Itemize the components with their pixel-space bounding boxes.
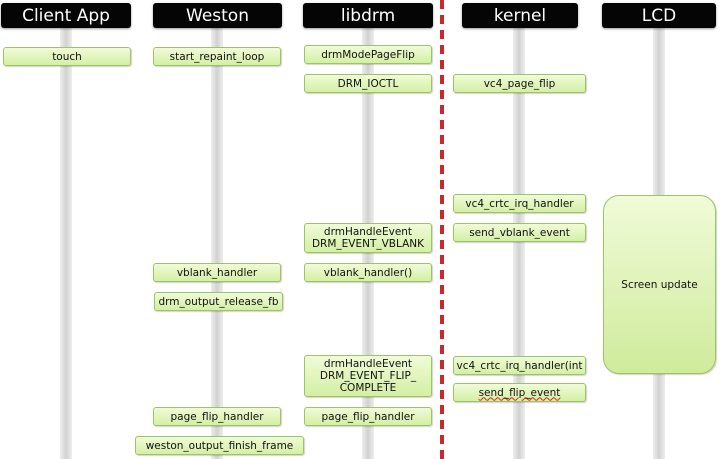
send-flip-event-box: send_flip_event xyxy=(453,383,586,402)
weston-lane xyxy=(211,14,223,459)
weston-page-flip-handler-box: page_flip_handler xyxy=(153,407,281,426)
libdrm-page-flip-handler-box: page_flip_handler xyxy=(304,407,432,426)
drm-ioctl-box: DRM_IOCTL xyxy=(304,74,432,93)
drm-handle-event-vblank-box: drmHandleEvent DRM_EVENT_VBLANK xyxy=(304,223,432,253)
start-repaint-loop-box: start_repaint_loop xyxy=(153,47,281,66)
libdrm-header: libdrm xyxy=(303,3,433,28)
weston-output-finish-frame-box: weston_output_finish_frame xyxy=(135,436,304,455)
kernel-header: kernel xyxy=(462,3,578,28)
libdrm-vblank-handler-box: vblank_handler() xyxy=(304,263,432,282)
weston-vblank-handler-box: vblank_handler xyxy=(153,263,281,282)
user-kernel-divider xyxy=(440,0,444,459)
vc4-crtc-irq-handler-int-box: vc4_crtc_irq_handler(int xyxy=(453,356,586,375)
send-flip-event-label: send_flip_event xyxy=(478,386,561,399)
touch-box: touch xyxy=(3,47,131,66)
weston-header: Weston xyxy=(153,3,282,28)
drm-mode-page-flip-box: drmModePageFlip xyxy=(304,45,432,64)
send-vblank-event-box: send_vblank_event xyxy=(453,223,586,242)
screen-update-box: Screen update xyxy=(603,195,716,374)
client-app-lane xyxy=(60,14,72,459)
drm-output-release-fb-box: drm_output_release_fb xyxy=(154,292,283,311)
client-app-header: Client App xyxy=(1,3,131,28)
vc4-crtc-irq-handler-box: vc4_crtc_irq_handler xyxy=(453,194,586,213)
vc4-page-flip-box: vc4_page_flip xyxy=(453,74,586,93)
drm-handle-event-flip-box: drmHandleEvent DRM_EVENT_FLIP_ COMPLETE xyxy=(304,355,432,397)
lcd-header: LCD xyxy=(602,3,716,28)
